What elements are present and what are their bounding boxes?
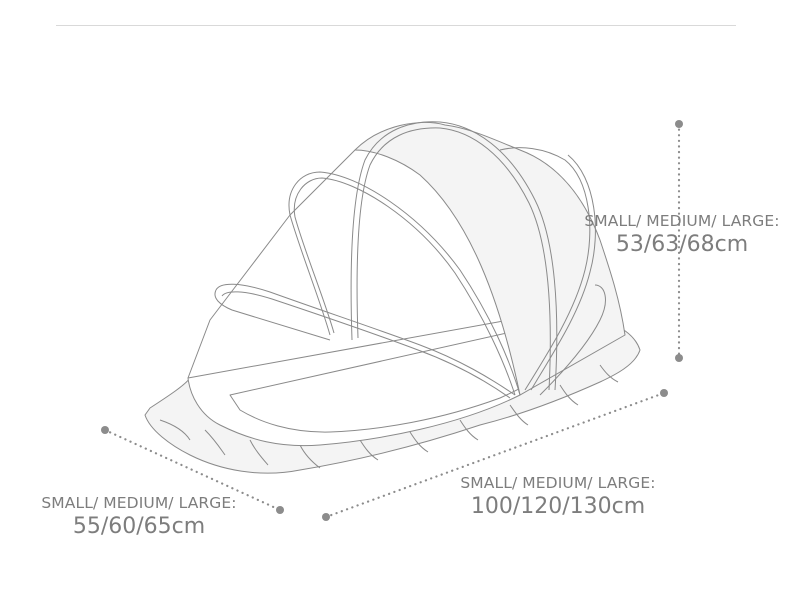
width-value: 55/60/65cm [72, 514, 206, 539]
length-value: 100/120/130cm [470, 494, 646, 519]
length-dimension-label: SMALL/ MEDIUM/ LARGE: 100/120/130cm [451, 474, 665, 519]
net-canopy [144, 121, 641, 474]
height-dimension-label: SMALL/ MEDIUM/ LARGE: 53/63/68cm [576, 212, 788, 257]
height-value: 53/63/68cm [615, 232, 749, 257]
dimension-endpoint-dot [660, 389, 668, 397]
length-sizes-label: SMALL/ MEDIUM/ LARGE: [460, 474, 656, 492]
width-dimension-label: SMALL/ MEDIUM/ LARGE: 55/60/65cm [32, 494, 246, 539]
top-divider [56, 25, 736, 26]
height-sizes-label: SMALL/ MEDIUM/ LARGE: [584, 212, 780, 230]
dimension-endpoint-dot [675, 120, 683, 128]
dimension-endpoint-dot [276, 506, 284, 514]
dimension-endpoint-dot [101, 426, 109, 434]
width-dimension-line [103, 428, 282, 512]
dimension-endpoint-dot [322, 513, 330, 521]
width-sizes-label: SMALL/ MEDIUM/ LARGE: [41, 494, 237, 512]
dimension-endpoint-dot [675, 354, 683, 362]
length-dimension-line [324, 391, 666, 519]
